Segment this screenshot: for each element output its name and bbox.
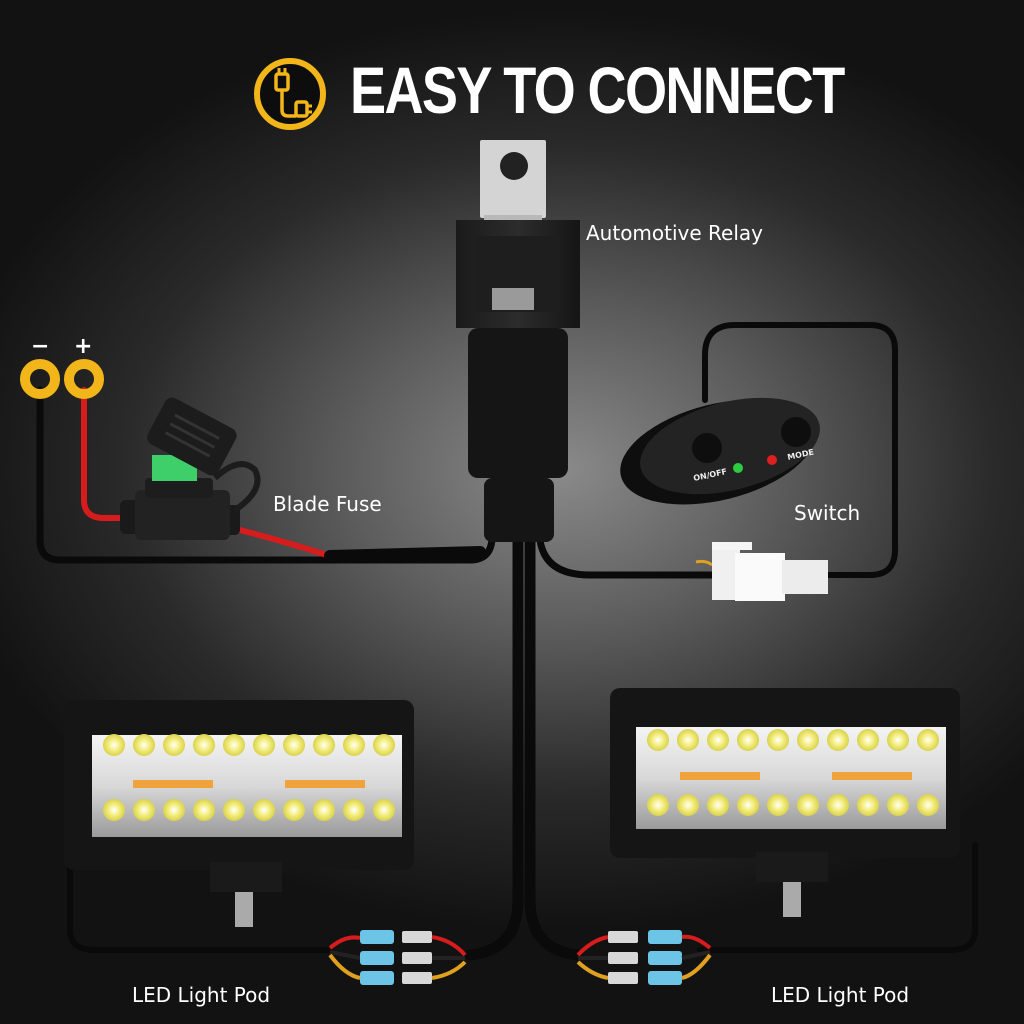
- onoff-led-icon: [733, 463, 743, 473]
- negative-label: −: [31, 334, 50, 359]
- relay-label: Automotive Relay: [586, 221, 764, 245]
- switch-body: ON/OFF MODE: [620, 397, 820, 505]
- led-pod-right: [610, 688, 960, 917]
- page-title: EASY TO CONNECT: [350, 53, 845, 127]
- blade-fuse-holder: [120, 397, 261, 540]
- right-quick-connectors: [576, 930, 712, 985]
- harness-wires: [36, 322, 978, 961]
- positive-label: +: [74, 334, 93, 359]
- fuse-label: Blade Fuse: [273, 492, 382, 516]
- left-pod-label: LED Light Pod: [132, 983, 271, 1007]
- led-row-top: [647, 729, 939, 751]
- led-row-bottom: [103, 799, 395, 821]
- led-row-bottom: [647, 794, 939, 816]
- battery-terminals: [20, 359, 104, 399]
- plug-cable-icon: [252, 56, 328, 132]
- left-quick-connectors: [328, 930, 467, 985]
- automotive-relay: [456, 140, 580, 542]
- mode-led-icon: [767, 455, 777, 465]
- led-pod-left: [64, 700, 414, 927]
- switch-label: Switch: [794, 501, 861, 525]
- right-pod-label: LED Light Pod: [771, 983, 910, 1007]
- switch-plug-connector: [695, 542, 828, 601]
- led-row-top: [103, 734, 395, 756]
